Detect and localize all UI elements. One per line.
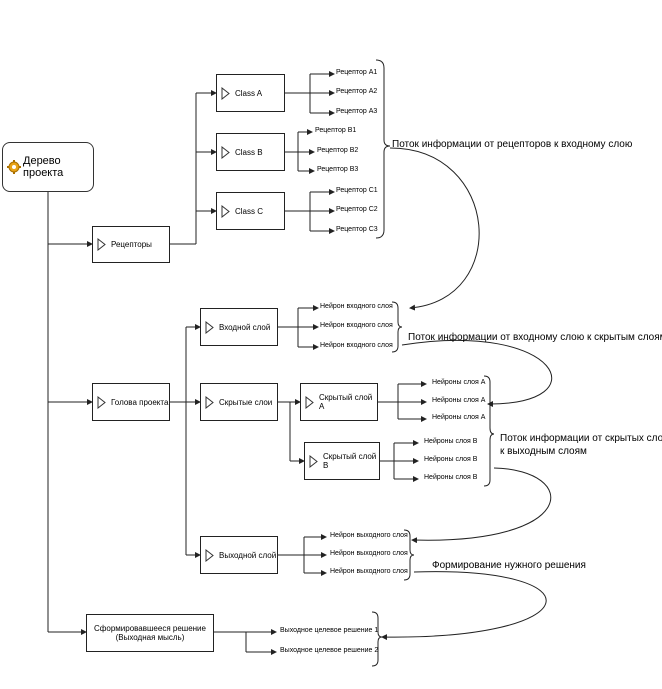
- hidden-a-neuron-leaf: Нейроны слоя А: [432, 397, 486, 404]
- hidden-b-neuron-leaf: Нейроны слоя В: [424, 456, 478, 463]
- output-layer-label: Выходной слой: [219, 550, 277, 560]
- project-head-label: Голова проекта: [111, 397, 169, 407]
- note-hidden-to-output-line2: к выходным слоям: [500, 446, 587, 457]
- hidden-b-neuron-leaf: Нейроны слоя В: [424, 438, 478, 445]
- receptor-leaf: Рецептор B1: [315, 127, 357, 134]
- receptor-leaf: Рецептор C1: [336, 187, 378, 194]
- input-layer-node[interactable]: Входной слой: [200, 308, 278, 346]
- gear-icon: [7, 160, 21, 174]
- triangle-icon: [309, 454, 318, 468]
- output-neuron-leaf: Нейрон выходного слоя: [330, 568, 408, 575]
- decision-label-line2: (Выходная мысль): [115, 633, 185, 642]
- receptor-leaf: Рецептор A1: [336, 69, 378, 76]
- class-a-node[interactable]: Class A: [216, 74, 285, 112]
- note-forming-decision: Формирование нужного решения: [432, 560, 586, 571]
- triangle-icon: [221, 204, 230, 218]
- triangle-icon: [97, 395, 106, 409]
- output-neuron-leaf: Нейрон выходного слоя: [330, 532, 408, 539]
- receptor-leaf: Рецептор A3: [336, 108, 378, 115]
- receptor-leaf: Рецептор C2: [336, 206, 378, 213]
- receptor-leaf: Рецептор B3: [317, 166, 359, 173]
- triangle-icon: [205, 320, 214, 334]
- input-neuron-leaf: Нейрон входного слоя: [320, 303, 393, 310]
- hidden-b-neuron-leaf: Нейроны слоя В: [424, 474, 478, 481]
- hidden-layer-b-label: Скрытый слой В: [323, 452, 377, 470]
- decision-node[interactable]: Сформировавшееся решение (Выходная мысль…: [86, 614, 214, 652]
- output-layer-node[interactable]: Выходной слой: [200, 536, 278, 574]
- input-layer-label: Входной слой: [219, 322, 271, 332]
- receptors-node[interactable]: Рецепторы: [92, 226, 170, 263]
- receptor-leaf: Рецептор B2: [317, 147, 359, 154]
- input-neuron-leaf: Нейрон входного слоя: [320, 342, 393, 349]
- decision-leaf: Выходное целевое решение 1: [280, 627, 379, 634]
- hidden-layers-node[interactable]: Скрытые слои: [200, 383, 278, 421]
- triangle-icon: [221, 145, 230, 159]
- triangle-icon: [221, 86, 230, 100]
- receptor-leaf: Рецептор C3: [336, 226, 378, 233]
- triangle-icon: [205, 395, 214, 409]
- receptor-leaf: Рецептор A2: [336, 88, 378, 95]
- project-tree-root[interactable]: Дерево проекта: [2, 142, 94, 192]
- hidden-layer-b-node[interactable]: Скрытый слой В: [304, 442, 380, 480]
- decision-leaf: Выходное целевое решение 2: [280, 647, 379, 654]
- note-receptors-to-input: Поток информации от рецепторов к входном…: [392, 139, 633, 150]
- note-input-to-hidden: Поток информации от входному слою к скры…: [408, 332, 662, 343]
- class-b-label: Class B: [235, 147, 263, 157]
- input-neuron-leaf: Нейрон входного слоя: [320, 322, 393, 329]
- decision-label-line1: Сформировавшееся решение: [94, 624, 206, 633]
- receptors-label: Рецепторы: [111, 240, 152, 249]
- hidden-layers-label: Скрытые слои: [219, 397, 273, 407]
- class-c-label: Class C: [235, 206, 264, 216]
- hidden-a-neuron-leaf: Нейроны слоя А: [432, 414, 486, 421]
- output-neuron-leaf: Нейрон выходного слоя: [330, 550, 408, 557]
- class-c-node[interactable]: Class C: [216, 192, 285, 230]
- hidden-a-neuron-leaf: Нейроны слоя А: [432, 379, 486, 386]
- hidden-layer-a-label: Скрытый слой А: [319, 393, 373, 411]
- class-a-label: Class A: [235, 88, 263, 98]
- note-hidden-to-output-line1: Поток информации от скрытых слоев: [500, 433, 662, 444]
- root-label: Дерево проекта: [23, 155, 64, 179]
- hidden-layer-a-node[interactable]: Скрытый слой А: [300, 383, 378, 421]
- triangle-icon: [205, 548, 214, 562]
- triangle-icon: [97, 238, 106, 251]
- class-b-node[interactable]: Class B: [216, 133, 285, 171]
- triangle-icon: [305, 395, 314, 409]
- project-head-node[interactable]: Голова проекта: [92, 383, 170, 421]
